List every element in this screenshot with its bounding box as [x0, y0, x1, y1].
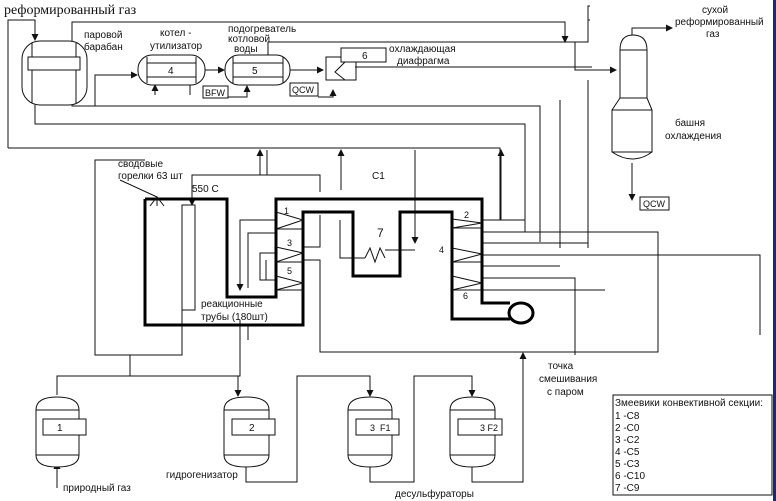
boiler-label-2: утилизатор	[150, 41, 203, 52]
boiler-water-heater: 5	[224, 54, 291, 86]
section-label: C1	[372, 171, 385, 182]
burners-label-1: сводовые	[118, 159, 163, 170]
coil-number-3: 3	[287, 238, 292, 248]
boiler-number: 4	[168, 66, 174, 77]
legend-title: Змеевики конвективной секции:	[615, 398, 763, 409]
dry-gas-label-1: сухой	[702, 5, 728, 16]
legend-item: 4 -C5	[615, 447, 640, 458]
coil-number-7: 7	[377, 226, 384, 240]
cooling-tower	[611, 34, 653, 160]
heater-number: 5	[252, 66, 258, 77]
vessel-3-f1-number: 3 F1	[370, 423, 391, 433]
bfw-box	[202, 85, 229, 99]
legend-item: 7 -C9	[615, 483, 640, 494]
temperature-label: 550 C	[192, 184, 219, 195]
legend: Змеевики конвективной секции: 1 -C8 2 -C…	[612, 394, 773, 496]
furnace-piping	[56, 149, 761, 397]
boiler-label-1: котел -	[160, 28, 191, 39]
legend-item: 1 -C8	[615, 411, 640, 422]
legend-item: 6 -C10	[615, 471, 645, 482]
legend-item: 5 -C3	[615, 459, 640, 470]
heater-label-1: подогреватель	[228, 24, 296, 35]
diaphragm-number: 6	[362, 51, 368, 62]
diaphragm-label-1: охлаждающая	[389, 44, 456, 55]
vessel-3-f2-number: 3 F2	[480, 423, 498, 433]
qcw-tower-box	[639, 196, 670, 211]
bottom-piping	[53, 352, 527, 488]
mixing-point-label-1: точка	[548, 361, 574, 372]
vessel-2-number: 2	[249, 423, 255, 434]
dry-gas-label-3: газ	[706, 29, 720, 40]
vessel-3-f1: 3 F1	[347, 396, 400, 468]
tower-label-2: охлаждения	[665, 131, 721, 142]
tower-label-1: башня	[675, 117, 705, 129]
coil-number-2: 2	[464, 210, 469, 220]
mixing-point-label-2: смешивания	[539, 374, 597, 385]
steam-drum-label-1: паровой	[84, 30, 122, 41]
dry-gas-label-2: реформированный	[675, 16, 764, 28]
tubes-label-1: реакционные	[201, 299, 263, 310]
legend-item: 3 -C2	[615, 435, 640, 446]
natural-gas-label: природный газ	[63, 483, 131, 494]
coil-number-5: 5	[287, 266, 292, 276]
coil-number-4: 4	[439, 245, 444, 255]
legend-item: 2 -C0	[615, 423, 640, 434]
left-coil-bank	[275, 211, 305, 291]
vessel-3-f2: 3 F2	[449, 396, 503, 468]
qcw-box	[289, 82, 319, 97]
mixing-point-label-3: с паром	[547, 387, 584, 398]
reaction-tube	[181, 204, 196, 311]
qcw-label: QCW	[292, 85, 315, 95]
vessel-2-hydrogenator: 2	[223, 396, 276, 468]
vessel-1-number: 1	[57, 423, 63, 434]
right-coil-bank	[451, 218, 483, 291]
vessel-1: 1	[35, 396, 87, 468]
top-piping	[7, 5, 673, 248]
qcw-tower-label: QCW	[643, 199, 666, 209]
burners-label-2: горелки 63 шт	[118, 171, 183, 182]
diaphragm-label-2: диафрагма	[397, 55, 450, 67]
window-edge	[773, 0, 776, 501]
tubes-label-2: трубы (180шт)	[201, 311, 268, 323]
hydrogenator-label: гидрогенизатор	[166, 470, 238, 481]
flue-gas-outlet	[507, 301, 535, 325]
coil-7	[364, 246, 386, 264]
coil-number-1: 1	[284, 206, 289, 216]
furnace	[119, 179, 535, 327]
steam-drum-label-2: барабан	[84, 41, 123, 53]
steam-drum	[21, 40, 88, 106]
heater-label-3: воды	[234, 44, 258, 55]
title-reformed-gas: реформированный газ	[4, 3, 137, 18]
desulfurizers-label: десульфураторы	[395, 488, 474, 500]
heater-label-2: котловой	[228, 34, 270, 45]
cooling-diaphragm: 6	[325, 47, 387, 81]
bfw-label: BFW	[205, 88, 226, 98]
waste-heat-boiler: 4	[137, 54, 206, 86]
coil-number-6: 6	[463, 291, 468, 301]
